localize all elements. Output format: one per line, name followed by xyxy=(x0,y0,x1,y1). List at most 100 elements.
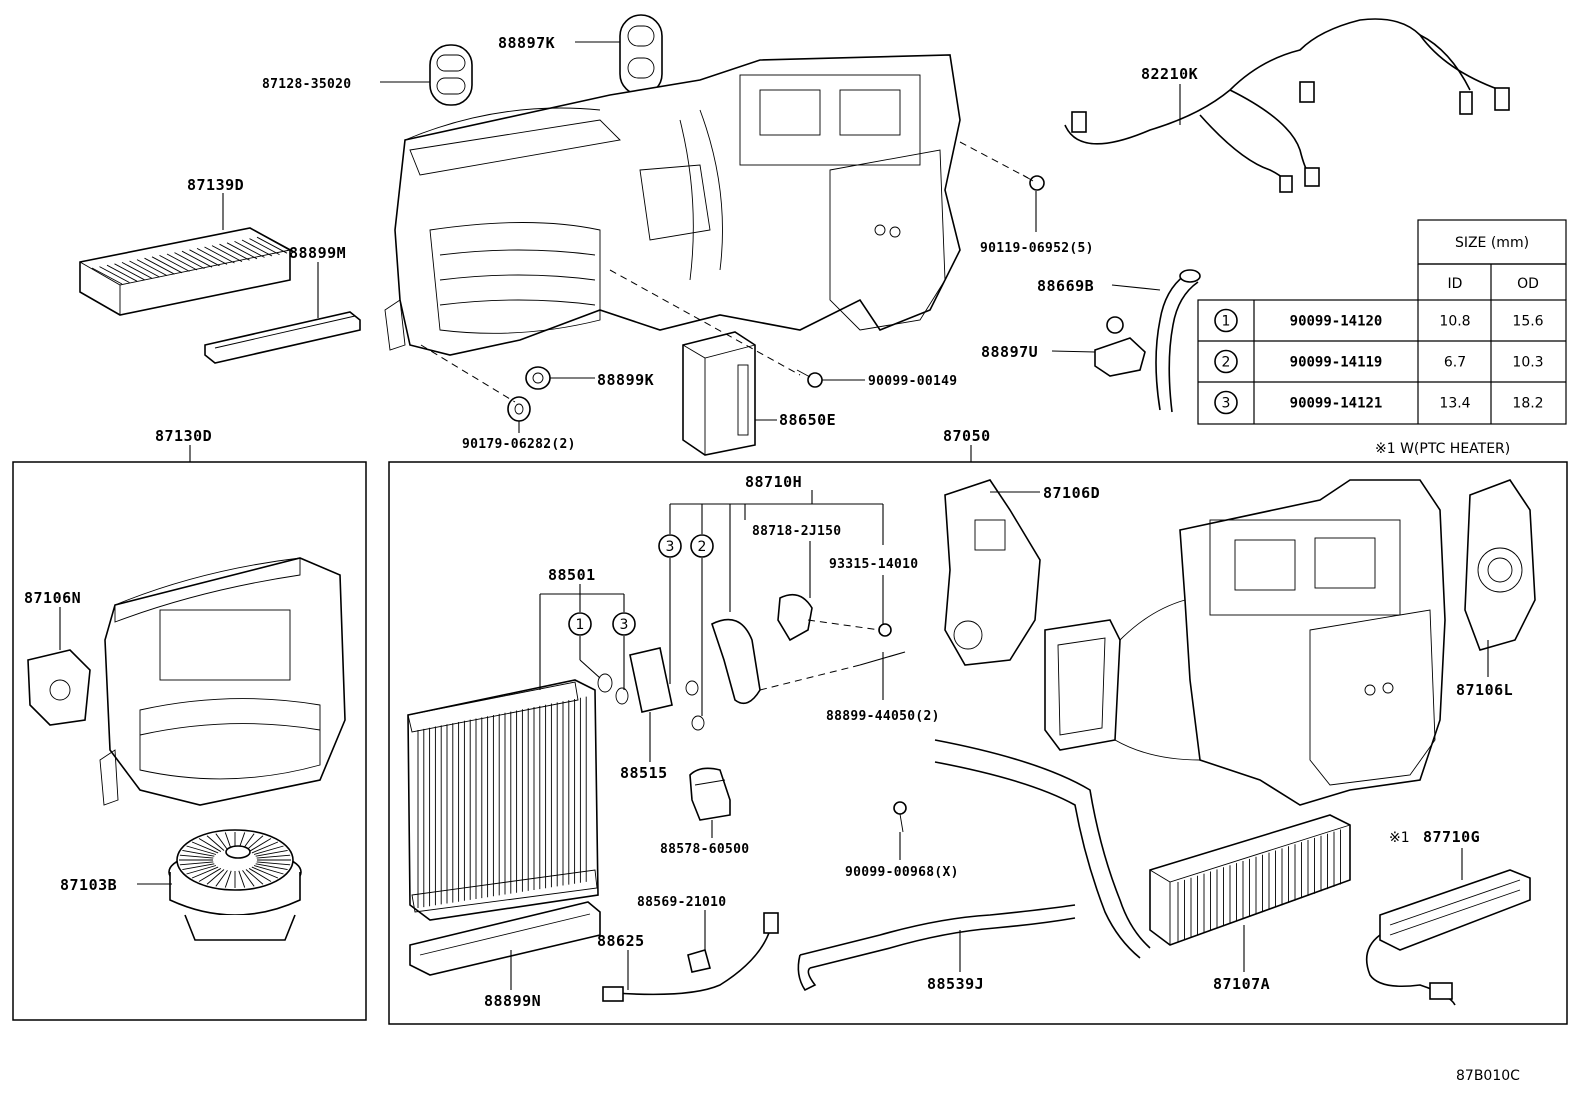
actuator-87106D-drawing xyxy=(944,479,1041,666)
table-ref-number: 1 xyxy=(1222,314,1231,330)
label-87106L: 87106L xyxy=(1456,681,1513,699)
label-87106N: 87106N xyxy=(24,589,81,607)
leader-lines xyxy=(59,41,1489,990)
table-ref-circle xyxy=(1214,308,1238,333)
label-87103B: 87103B xyxy=(60,876,117,894)
screw-90099-00149-drawing xyxy=(796,369,823,388)
label-87128-35020: 87128-35020 xyxy=(262,77,351,92)
callout-3-evap: 3 xyxy=(612,612,636,636)
part-labels: 88897K 87128-35020 87139D 88899M 82210K … xyxy=(24,34,1520,1084)
pipe-fittings-drawing xyxy=(711,593,892,705)
oring-size-table: SIZE (mm) ID OD 1 90099-14120 10.8 15.6 2 900… xyxy=(1197,219,1567,425)
table-id-value: 13.4 xyxy=(1439,396,1470,412)
label-82210K: 82210K xyxy=(1141,65,1198,83)
expansion-valve-drawing xyxy=(629,647,673,713)
ac-amplifier-drawing xyxy=(682,331,756,456)
label-88718-2J150: 88718-2J150 xyxy=(752,524,841,539)
label-group-88501: 88501 xyxy=(548,566,596,584)
svg-text:3: 3 xyxy=(620,617,629,633)
callout-circles: 3 2 1 3 xyxy=(568,534,714,636)
callout-2-hose: 2 xyxy=(690,534,714,558)
label-88897U: 88897U xyxy=(981,343,1038,361)
table-od-value: 10.3 xyxy=(1512,355,1543,371)
grommet-88897K-drawing xyxy=(619,14,663,96)
svg-text:3: 3 xyxy=(666,539,675,555)
label-group-87130D: 87130D xyxy=(155,427,212,445)
table-header-od: OD xyxy=(1517,276,1539,292)
label-88899-44050: 88899-44050(2) xyxy=(826,709,940,724)
callout-1-evap: 1 xyxy=(568,612,592,636)
ptc-heater-drawing xyxy=(1365,869,1531,1006)
svg-text:1: 1 xyxy=(576,617,585,633)
table-ref-number: 2 xyxy=(1222,355,1231,371)
label-90119-06952: 90119-06952(5) xyxy=(980,241,1094,256)
oring-table-row: 3 90099-14121 13.4 18.2 xyxy=(1214,390,1544,415)
sensor-88569-drawing xyxy=(687,949,711,973)
label-group-88710H: 88710H xyxy=(745,473,802,491)
table-ref-number: 3 xyxy=(1222,396,1231,412)
valve-88897U-drawing xyxy=(1094,316,1146,377)
label-90179-06282: 90179-06282(2) xyxy=(462,437,576,452)
air-filter-drawing xyxy=(79,227,295,316)
blower-case-drawing xyxy=(99,557,346,806)
thermistor-drawing xyxy=(602,912,779,1002)
table-od-value: 18.2 xyxy=(1512,396,1543,412)
screw-90119-drawing xyxy=(1022,174,1045,191)
label-88650E: 88650E xyxy=(779,411,836,429)
pipe-bracket-drawing xyxy=(689,767,731,821)
blower-motor-drawing xyxy=(168,829,302,941)
actuator-87106L-drawing xyxy=(1464,479,1536,651)
oring-table-row: 2 90099-14119 6.7 10.3 xyxy=(1214,349,1544,374)
callout-3-hose: 3 xyxy=(658,534,682,558)
label-88899M: 88899M xyxy=(289,244,346,262)
label-ptc-note: ※1 W(PTC HEATER) xyxy=(1375,441,1510,457)
table-part-number: 90099-14120 xyxy=(1290,314,1383,330)
label-87106D: 87106D xyxy=(1043,484,1100,502)
label-87710G: 87710G xyxy=(1423,828,1480,846)
wire-harness-drawing xyxy=(1064,18,1510,193)
table-part-number: 90099-14119 xyxy=(1290,355,1383,371)
label-88897K: 88897K xyxy=(498,34,555,52)
table-od-value: 15.6 xyxy=(1512,314,1543,330)
label-group-87050: 87050 xyxy=(943,427,991,445)
filter-cover-drawing xyxy=(204,311,361,364)
hose-88539J-drawing xyxy=(797,904,1076,992)
evaporator-cover-drawing xyxy=(409,901,601,976)
grommet-90179-drawing xyxy=(507,396,531,422)
oring-table-row: 1 90099-14120 10.8 15.6 xyxy=(1214,308,1544,333)
screw-90099-00968-drawing xyxy=(893,801,907,833)
grommet-87128-drawing xyxy=(429,44,473,106)
table-ref-circle xyxy=(1214,349,1238,374)
table-id-value: 10.8 xyxy=(1439,314,1470,330)
label-87710G-mark: ※1 xyxy=(1389,830,1410,846)
label-88569-21010: 88569-21010 xyxy=(637,895,726,910)
table-part-number: 90099-14121 xyxy=(1290,396,1383,412)
label-87139D: 87139D xyxy=(187,176,244,194)
label-88625: 88625 xyxy=(597,932,645,950)
orings-drawing xyxy=(597,673,705,731)
label-93315-14010: 93315-14010 xyxy=(829,557,918,572)
svg-text:2: 2 xyxy=(698,539,707,555)
label-88578-60500: 88578-60500 xyxy=(660,842,749,857)
label-88899N: 88899N xyxy=(484,992,541,1010)
unit-group-frame xyxy=(388,461,1568,1025)
label-88899K: 88899K xyxy=(597,371,654,389)
diagram-code: 87B010C xyxy=(1456,1068,1520,1084)
heater-unit-drawing xyxy=(1044,479,1446,806)
table-header-size: SIZE (mm) xyxy=(1455,235,1529,251)
label-88669B: 88669B xyxy=(1037,277,1094,295)
table-header-id: ID xyxy=(1448,276,1463,292)
label-88515: 88515 xyxy=(620,764,668,782)
label-87107A: 87107A xyxy=(1213,975,1270,993)
heater-core-drawing xyxy=(934,739,1351,959)
evaporator-drawing xyxy=(407,679,599,921)
label-90099-00149: 90099-00149 xyxy=(868,374,957,389)
drain-hose-drawing xyxy=(1155,269,1201,413)
table-ref-circle xyxy=(1214,390,1238,415)
ac-unit-top-drawing xyxy=(384,54,961,356)
label-90099-00968: 90099-00968(X) xyxy=(845,865,959,880)
actuator-87106N-drawing xyxy=(27,649,91,726)
table-id-value: 6.7 xyxy=(1444,355,1466,371)
clip-88899K-drawing xyxy=(525,366,551,390)
